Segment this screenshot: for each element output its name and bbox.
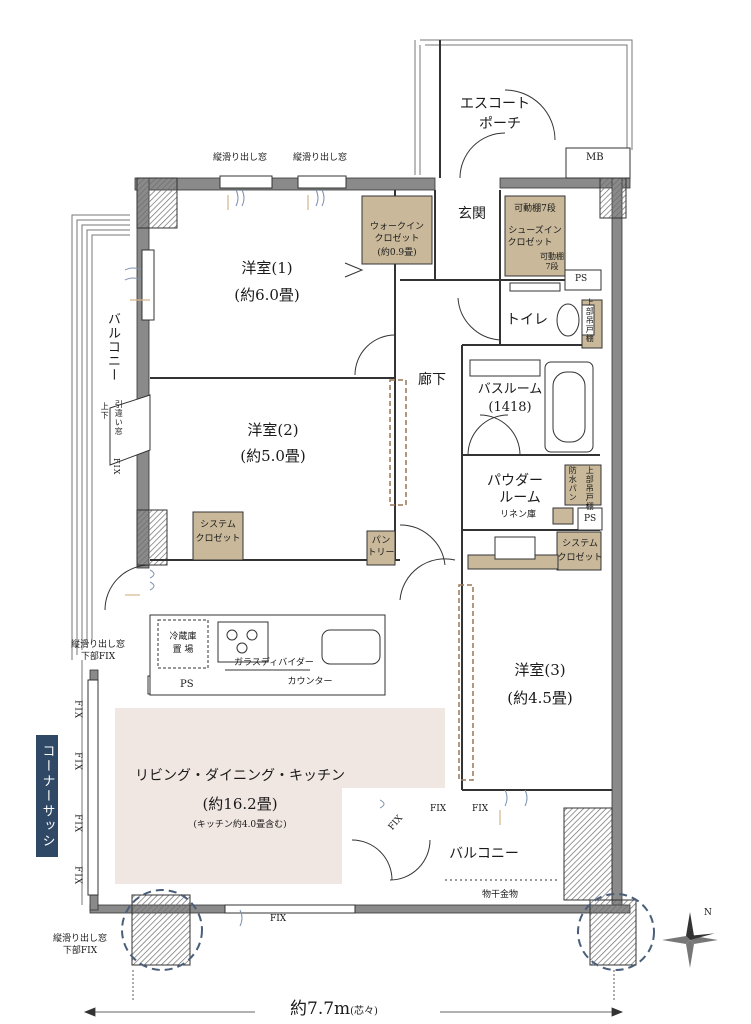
fix-side-4: FIX [72, 866, 83, 886]
shoes-shelf2a: 可動棚 [540, 252, 564, 261]
room-western1-size: (約6.0畳) [234, 286, 300, 304]
ps-label-3: PS [180, 679, 194, 690]
balcony-railing [71, 39, 633, 905]
sliding-label-a: 上下 [100, 402, 110, 420]
room-bath-size: (1418) [488, 400, 532, 415]
ps-label-1: PS [575, 274, 588, 284]
mb-box [565, 147, 631, 179]
system2-line2: クロゼット [557, 553, 603, 563]
window-top-label-2: 縦滑り出し窓 [292, 153, 348, 163]
fridge-line1: 冷蔵庫 [169, 632, 197, 642]
fix-side-1: FIX [72, 700, 83, 720]
walkin-line2: クロゼット [374, 234, 420, 244]
pantry-line2: トリー [367, 548, 395, 558]
room-powder-name: パウダー [487, 473, 543, 489]
system1-line2: クロゼット [195, 534, 241, 544]
room-western3-name: 洋室(3) [514, 661, 566, 679]
shoes-line1: シューズイン [508, 226, 562, 236]
system1-line1: システム [200, 520, 236, 530]
compass-icon [662, 912, 718, 968]
linen-label: リネン庫 [500, 510, 537, 520]
window-sw-line1: 縦滑り出し窓 [52, 934, 108, 944]
fix-label-1: FIX [430, 804, 447, 814]
window-sw-line2: 下部FIX [62, 946, 98, 956]
columns [131, 177, 637, 966]
room-toilet: トイレ [506, 312, 548, 328]
waterproof-label-a: 防水パン [568, 466, 578, 502]
window-top-label-1: 縦滑り出し窓 [212, 153, 268, 163]
drying-label: 物干金物 [481, 890, 519, 900]
corner-sash-label: コーナーサッシ [36, 735, 58, 857]
window-west-line2: 下部FIX [80, 652, 116, 662]
mb-label: MB [586, 152, 604, 163]
room-western2-name: 洋室(2) [247, 421, 299, 439]
fix-side-2: FIX [72, 752, 83, 772]
shoes-shelf2b: 7段 [545, 262, 559, 271]
walkin-line1: ウォークイン [369, 222, 425, 232]
balcony-west-label: バルコニー [104, 312, 120, 382]
windows [87, 175, 356, 914]
fixtures [469, 282, 595, 560]
fix-label-3: FIX [270, 914, 287, 924]
dimension-value: 約7.7m [290, 999, 351, 1019]
fix-label-2: FIX [472, 804, 489, 814]
ps-label-2: PS [584, 514, 597, 524]
porch-line2: ポーチ [479, 116, 521, 132]
window-west-line1: 縦滑り出し窓 [70, 640, 126, 650]
room-bath-name: バスルーム [477, 382, 543, 397]
shoes-line2: クロゼット [507, 238, 553, 248]
pantry-line1: パン [371, 536, 391, 546]
fridge-line2: 置 場 [172, 645, 194, 655]
compass-north-label: N [704, 908, 712, 918]
dimension-note: (芯々) [350, 1006, 378, 1017]
storage-fills [192, 195, 603, 571]
room-ldk-size: (約16.2畳) [202, 795, 278, 813]
vent-accent [125, 195, 501, 825]
room-ldk-note: (キッチン約4.0畳含む) [193, 820, 287, 830]
system2-line1: システム [562, 539, 598, 549]
sliding-label-c: FIX [112, 458, 122, 476]
waterproof-label-b: 上部吊戸棚 [585, 466, 595, 511]
upper-shelf-label: 上部吊戸棚 [585, 298, 595, 343]
room-western2-size: (約5.0畳) [240, 447, 306, 465]
sliding-doors [389, 379, 474, 781]
dimension-line [83, 970, 624, 1017]
ldk-floor [115, 708, 445, 884]
ventilation-marks [124, 189, 528, 927]
porch-line1: エスコート [460, 96, 530, 112]
room-western1-name: 洋室(1) [241, 259, 293, 277]
room-ldk-name: リビング・ダイニング・キッチン [135, 768, 345, 784]
room-powder-name2: ルーム [499, 490, 541, 506]
corner-circles [121, 889, 655, 971]
glass-divider-label: ガラスディバイダー [234, 658, 314, 668]
door-swings [104, 89, 556, 881]
dimension-label: 約7.7m(芯々) [290, 999, 378, 1020]
fix-side-3: FIX [72, 814, 83, 834]
walkin-line3: (約0.9畳) [377, 248, 417, 258]
counter-label: カウンター [287, 677, 333, 687]
room-western3-size: (約4.5畳) [507, 689, 573, 707]
shoes-shelf: 可動棚7段 [514, 204, 556, 214]
kitchen-counter [149, 614, 386, 696]
balcony-south-label: バルコニー [449, 846, 519, 862]
room-corridor: 廊下 [418, 372, 446, 388]
sliding-label-b: 引違い窓 [114, 400, 124, 436]
room-entrance: 玄関 [458, 206, 486, 222]
